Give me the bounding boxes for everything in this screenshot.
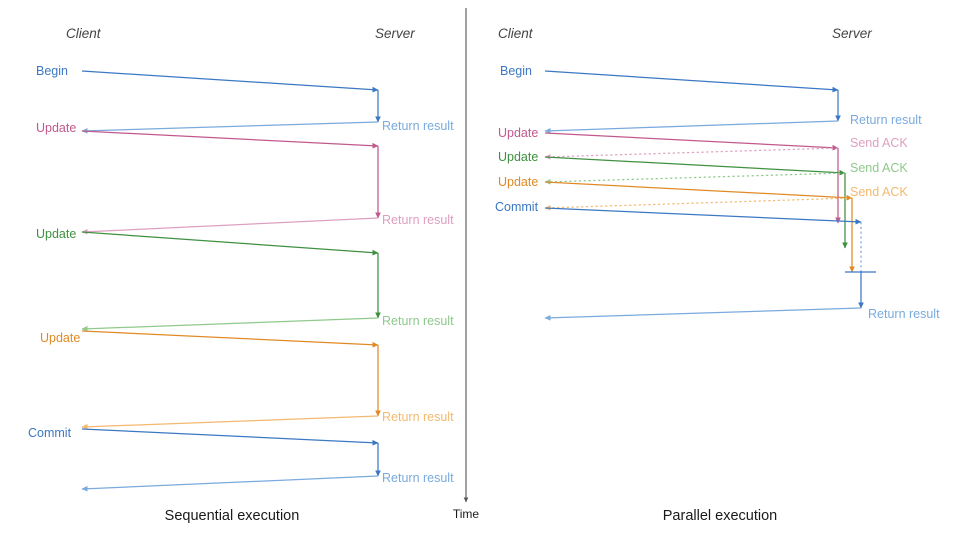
flow-par-update3-ack <box>544 197 853 211</box>
flow-par-update3 <box>544 181 853 201</box>
caption-parallel: Parallel execution <box>663 508 777 524</box>
label-par-update1-ack: Send ACK <box>850 136 908 150</box>
flow-par-update2-ack <box>544 172 846 185</box>
lane-title-server-parallel: Server <box>832 26 872 41</box>
label-seq-update1: Update <box>36 121 76 135</box>
flow-seq-update1 <box>81 130 379 149</box>
flow-seq-commit-return <box>81 475 379 492</box>
label-par-begin-return: Return result <box>850 113 922 127</box>
flow-par-begin <box>544 70 839 93</box>
label-seq-begin: Begin <box>36 64 68 78</box>
time-axis-label: Time <box>453 507 480 521</box>
lane-title-client-sequential: Client <box>66 26 102 41</box>
label-seq-commit-return: Return result <box>382 471 454 485</box>
flow-seq-update3 <box>81 330 379 348</box>
label-par-begin: Begin <box>500 64 532 78</box>
flow-seq-update2-return <box>81 317 379 332</box>
label-seq-update3-return: Return result <box>382 410 454 424</box>
label-par-commit-return: Return result <box>868 307 940 321</box>
caption-sequential: Sequential execution <box>165 508 300 524</box>
lane-titles-layer: Client Server Client Server <box>66 26 872 41</box>
flow-par-commit <box>544 207 862 225</box>
flow-seq-begin-return <box>81 121 379 134</box>
label-seq-begin-return: Return result <box>382 119 454 133</box>
label-par-update2: Update <box>498 150 538 164</box>
flow-seq-commit <box>81 428 379 446</box>
flow-seq-update3-return <box>81 415 379 430</box>
label-seq-update2: Update <box>36 227 76 241</box>
lane-title-client-parallel: Client <box>498 26 534 41</box>
flow-seq-update2 <box>81 231 379 256</box>
label-seq-update2-return: Return result <box>382 314 454 328</box>
lane-title-server-sequential: Server <box>375 26 415 41</box>
label-seq-commit: Commit <box>28 426 72 440</box>
flow-par-update2 <box>544 156 846 176</box>
flow-par-commit-return <box>544 307 862 321</box>
label-par-commit: Commit <box>495 200 539 214</box>
label-par-update2-ack: Send ACK <box>850 161 908 175</box>
captions-layer: Sequential execution Parallel execution <box>165 508 778 524</box>
time-axis-layer: Time <box>453 8 480 521</box>
label-seq-update1-return: Return result <box>382 213 454 227</box>
label-par-update1: Update <box>498 126 538 140</box>
flow-seq-update1-return <box>81 217 379 235</box>
flow-seq-begin <box>81 70 379 93</box>
label-par-update3: Update <box>498 175 538 189</box>
label-par-update3-ack: Send ACK <box>850 185 908 199</box>
label-seq-update3: Update <box>40 331 80 345</box>
flow-par-begin-return <box>544 120 839 134</box>
flow-lines-layer <box>81 70 876 492</box>
flow-par-update1-ack <box>544 147 839 160</box>
flow-par-update1 <box>544 132 839 151</box>
